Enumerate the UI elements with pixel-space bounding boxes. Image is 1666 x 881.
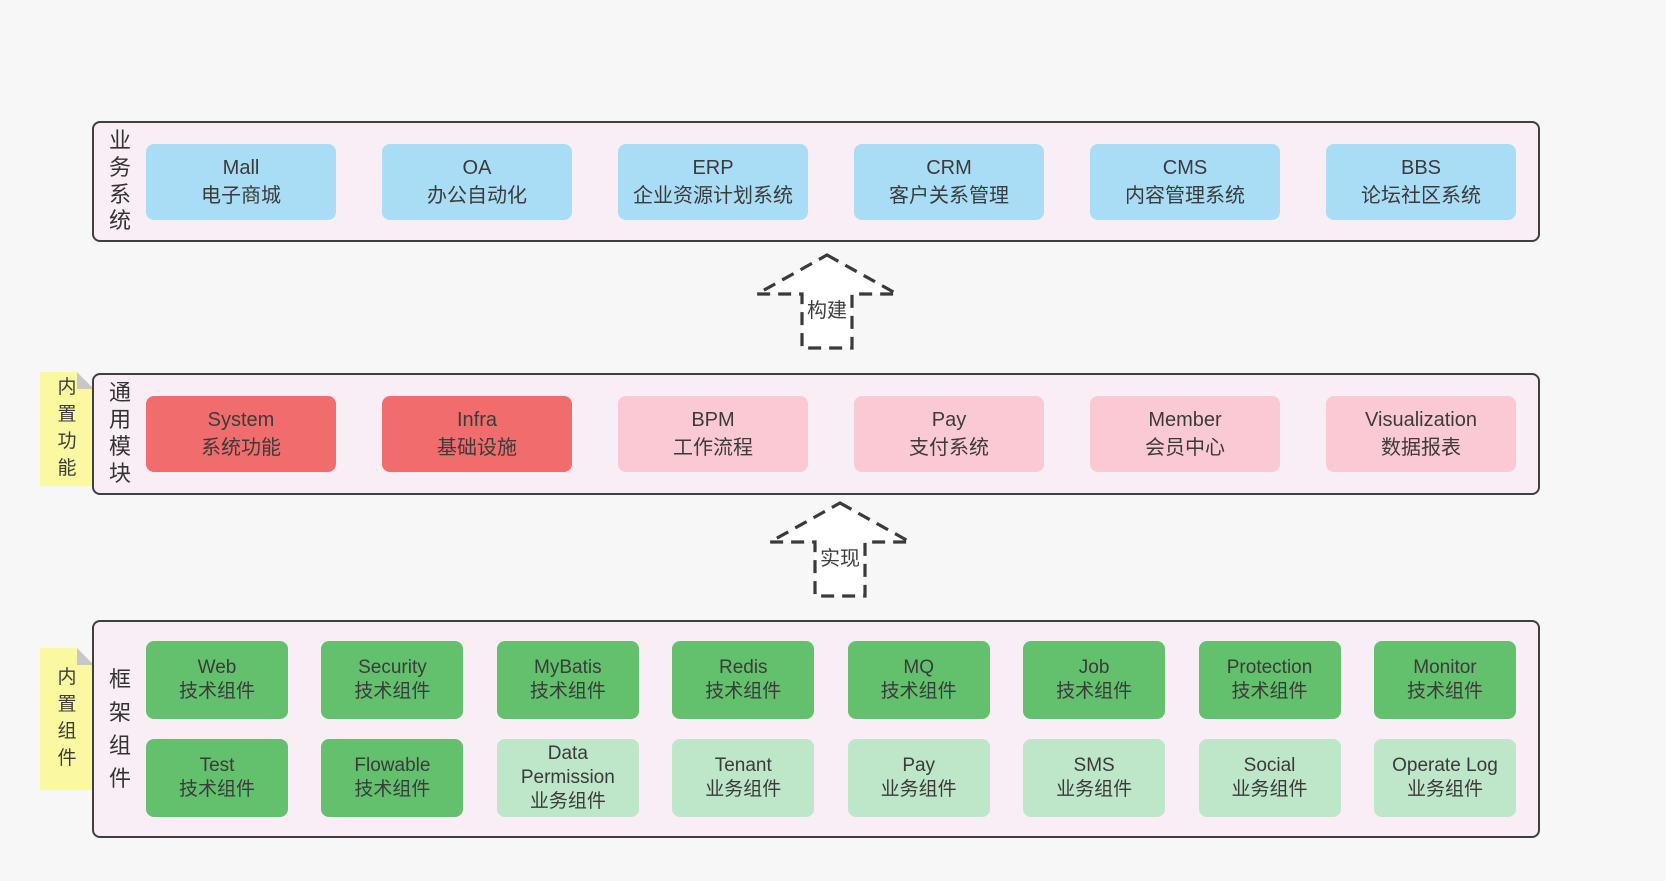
box-web: Web 技术组件 [146, 641, 288, 719]
band-side-label: 业务系统 [94, 128, 146, 235]
box-crm: CRM 客户关系管理 [854, 143, 1044, 220]
box-row: System 系统功能 Infra 基础设施 BPM 工作流程 Pay 支付系统… [146, 396, 1516, 472]
box-job: Job 技术组件 [1023, 641, 1166, 719]
box-redis: Redis 技术组件 [672, 641, 815, 719]
box-bpm: BPM 工作流程 [618, 396, 808, 472]
box-mall: Mall 电子商城 [146, 143, 336, 220]
box-infra: Infra 基础设施 [382, 396, 572, 472]
band-framework-components: 框架组件 Web 技术组件 Security 技术组件 MyBatis 技术组件… [92, 620, 1540, 838]
box-data-permission: Data Permission 业务组件 [496, 739, 639, 817]
box-row: Test 技术组件 Flowable 技术组件 Data Permission … [146, 739, 1516, 817]
box-visualization: Visualization 数据报表 [1326, 396, 1516, 472]
band-boxes: System 系统功能 Infra 基础设施 BPM 工作流程 Pay 支付系统… [146, 396, 1538, 472]
box-security: Security 技术组件 [321, 641, 464, 719]
box-tenant: Tenant 业务组件 [672, 739, 815, 817]
box-row: Web 技术组件 Security 技术组件 MyBatis 技术组件 Redi… [146, 641, 1516, 719]
box-pay-business: Pay 业务组件 [847, 739, 990, 817]
implement-arrow-label: 实现 [818, 542, 862, 571]
box-member: Member 会员中心 [1090, 396, 1280, 472]
build-arrow: 构建 [752, 252, 902, 352]
build-arrow-label: 构建 [805, 294, 849, 323]
band-side-label: 通用模块 [94, 380, 146, 487]
box-operate-log: Operate Log 业务组件 [1373, 739, 1516, 817]
box-bbs: BBS 论坛社区系统 [1326, 143, 1516, 220]
box-row: Mall 电子商城 OA 办公自动化 ERP 企业资源计划系统 CRM 客户关系… [146, 143, 1516, 220]
band-title-common-modules: 通用模块 [108, 380, 131, 486]
band-business-systems: 业务系统 Mall 电子商城 OA 办公自动化 ERP 企业资源计划系统 CRM… [92, 121, 1540, 242]
box-oa: OA 办公自动化 [382, 143, 572, 220]
band-boxes: Web 技术组件 Security 技术组件 MyBatis 技术组件 Redi… [146, 641, 1538, 817]
band-side-label: 框架组件 [94, 663, 146, 795]
sticky-note-builtin-features: 内置功能 [40, 372, 94, 486]
sticky-note-builtin-components: 内置组件 [40, 648, 94, 790]
box-protection: Protection 技术组件 [1198, 641, 1341, 719]
band-title-framework-components: 框架组件 [108, 667, 131, 791]
box-monitor: Monitor 技术组件 [1373, 641, 1516, 719]
band-title-business-systems: 业务系统 [108, 127, 131, 234]
band-boxes: Mall 电子商城 OA 办公自动化 ERP 企业资源计划系统 CRM 客户关系… [146, 143, 1538, 220]
box-erp: ERP 企业资源计划系统 [618, 143, 808, 220]
sticky-note-label: 内置组件 [57, 667, 77, 769]
box-social: Social 业务组件 [1198, 739, 1341, 817]
box-test: Test 技术组件 [146, 739, 288, 817]
box-cms: CMS 内容管理系统 [1090, 143, 1280, 220]
sticky-note-label: 内置功能 [57, 377, 77, 479]
box-pay: Pay 支付系统 [854, 396, 1044, 472]
band-common-modules: 通用模块 System 系统功能 Infra 基础设施 BPM 工作流程 Pay… [92, 373, 1540, 495]
implement-arrow: 实现 [765, 500, 915, 600]
box-sms: SMS 业务组件 [1023, 739, 1166, 817]
box-flowable: Flowable 技术组件 [321, 739, 464, 817]
box-mybatis: MyBatis 技术组件 [496, 641, 639, 719]
box-system: System 系统功能 [146, 396, 336, 472]
box-mq: MQ 技术组件 [847, 641, 990, 719]
